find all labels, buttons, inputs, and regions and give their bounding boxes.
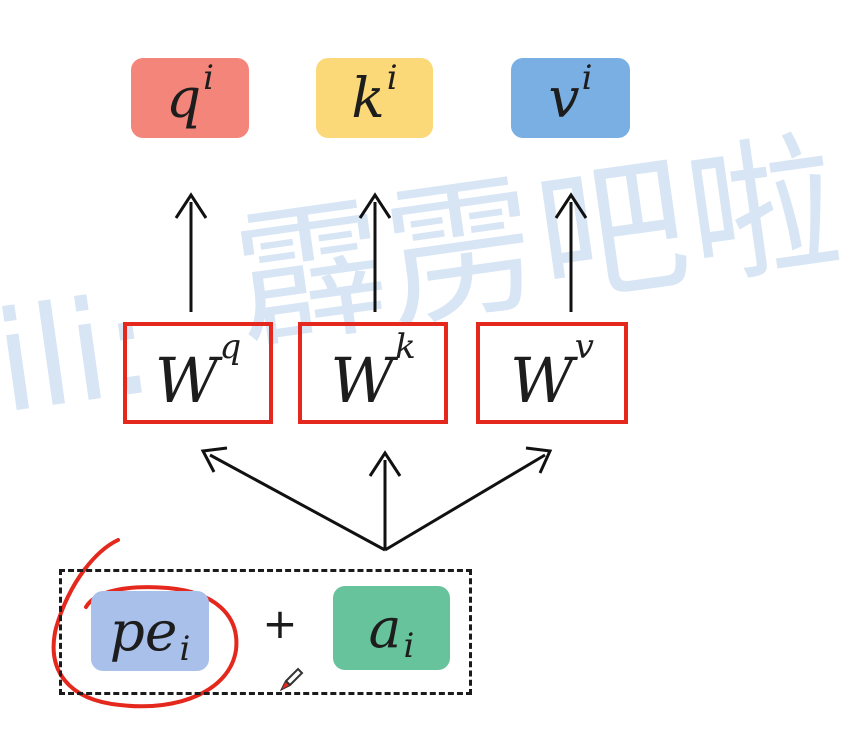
key-weight-matrix-box: W k bbox=[298, 322, 448, 424]
key-weight-symbol: W bbox=[330, 344, 395, 417]
pencil-icon[interactable] bbox=[278, 665, 306, 693]
key-superscript: i bbox=[386, 58, 398, 98]
input-embedding-box: a i bbox=[333, 586, 450, 670]
query-symbol: q bbox=[165, 65, 202, 130]
key-symbol: k bbox=[351, 65, 385, 130]
query-weight-symbol: W bbox=[154, 344, 219, 417]
key-output-box: k i bbox=[316, 58, 433, 138]
query-output-box: q i bbox=[131, 58, 249, 138]
query-weight-superscript: q bbox=[219, 327, 242, 367]
arrowhead-wk bbox=[368, 450, 402, 477]
arrowhead-v bbox=[554, 192, 588, 219]
positional-encoding-symbol: pe bbox=[109, 598, 178, 663]
value-output-box: v i bbox=[511, 58, 630, 138]
value-weight-symbol: W bbox=[510, 344, 574, 417]
value-symbol: v bbox=[548, 65, 580, 130]
arrow-input-to-wq bbox=[209, 453, 386, 552]
positional-encoding-box: pe i bbox=[91, 591, 209, 671]
query-weight-matrix-box: W q bbox=[123, 322, 273, 424]
query-superscript: i bbox=[203, 58, 215, 98]
arrow-input-to-wv bbox=[384, 453, 546, 552]
input-embedding-symbol: a bbox=[368, 595, 402, 660]
value-weight-superscript: v bbox=[574, 327, 594, 367]
key-weight-superscript: k bbox=[395, 327, 416, 367]
input-embedding-subscript: i bbox=[403, 626, 415, 666]
arrowhead-q bbox=[174, 192, 208, 219]
arrowhead-wq bbox=[200, 446, 228, 473]
plus-operator: + bbox=[262, 599, 298, 648]
arrowhead-k bbox=[358, 192, 392, 219]
positional-encoding-subscript: i bbox=[179, 629, 191, 669]
arrowhead-wv bbox=[525, 446, 553, 474]
value-weight-matrix-box: W v bbox=[476, 322, 628, 424]
value-superscript: i bbox=[581, 58, 593, 98]
input-sum-group bbox=[59, 569, 472, 695]
